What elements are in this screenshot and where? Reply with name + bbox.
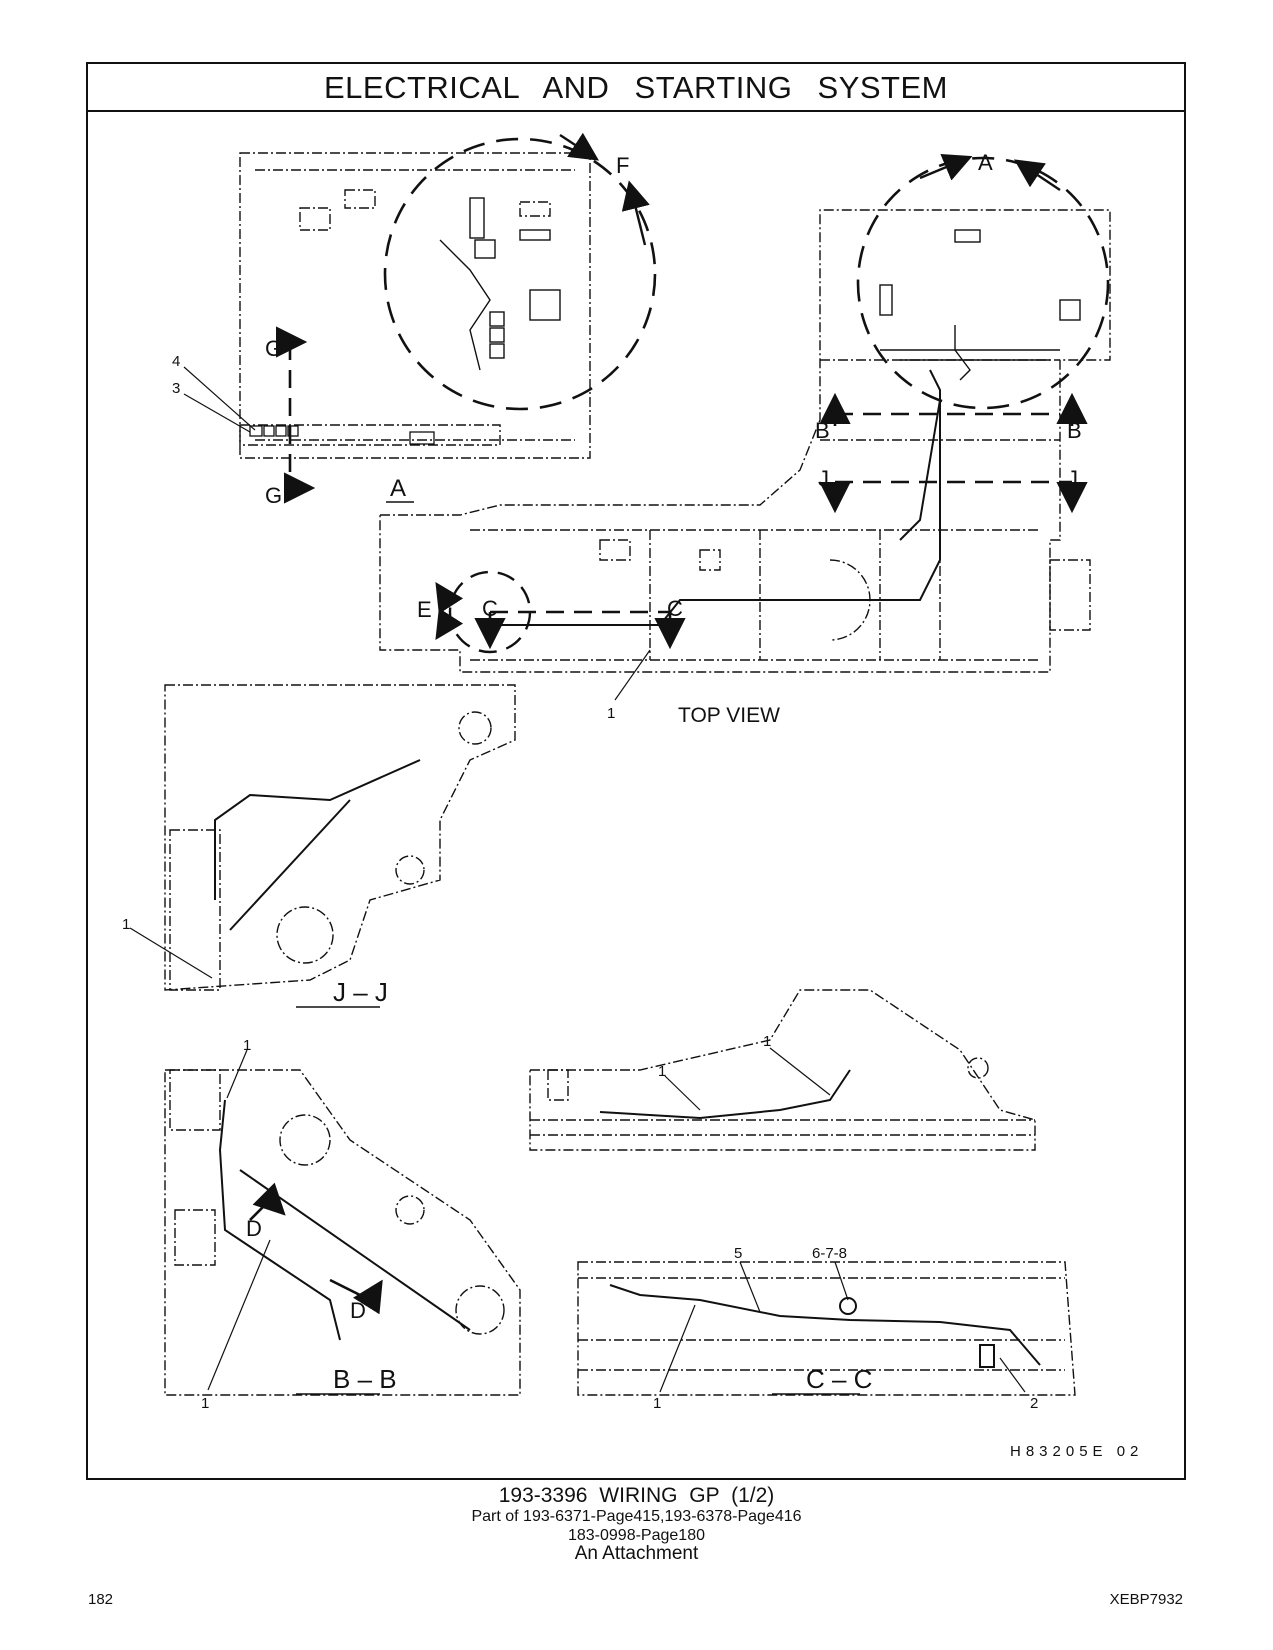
section-C-left: C bbox=[482, 596, 498, 621]
section-bb-label: B – B bbox=[333, 1364, 397, 1394]
harness-side bbox=[599, 1069, 851, 1120]
connector-block bbox=[249, 425, 435, 445]
harness-cc bbox=[609, 1284, 1041, 1368]
section-lines bbox=[249, 326, 1088, 1315]
section-bb-frame bbox=[164, 1069, 521, 1396]
callout-4: 4 bbox=[172, 353, 180, 370]
section-D-top: D bbox=[246, 1216, 262, 1241]
callout-1-top: 1 bbox=[607, 705, 615, 722]
detail-circle-F bbox=[383, 137, 657, 411]
section-J-left: J bbox=[818, 466, 829, 491]
top-view-label: TOP VIEW bbox=[678, 704, 780, 727]
section-G-bottom: G bbox=[265, 483, 282, 508]
harness-bb bbox=[218, 1099, 471, 1341]
section-underlines bbox=[296, 1006, 860, 1395]
section-B-left: B bbox=[815, 418, 830, 443]
document-id: XEBP7932 bbox=[1109, 1591, 1183, 1608]
top-view-left-frame bbox=[239, 152, 591, 459]
section-cc-frame bbox=[577, 1261, 1076, 1396]
text-labels: TOP VIEW J – J B – B C – C A A F E B B J… bbox=[122, 150, 1143, 1460]
page-number: 182 bbox=[88, 1591, 114, 1608]
callout-3: 3 bbox=[172, 380, 180, 397]
side-view-frame bbox=[529, 989, 1036, 1151]
circle-E-label: E bbox=[417, 597, 432, 622]
section-C-right: C bbox=[667, 596, 683, 621]
footer-part-of: Part of 193-6371-Page415,193-6378-Page41… bbox=[471, 1508, 802, 1525]
harness-top bbox=[480, 369, 941, 626]
arrows bbox=[435, 132, 1061, 641]
section-J-right: J bbox=[1067, 466, 1078, 491]
leader-lines bbox=[129, 366, 1026, 1393]
page-title: ELECTRICAL AND STARTING SYSTEM bbox=[88, 64, 1184, 112]
view-A-label: A bbox=[390, 475, 406, 502]
callout-1-side-b: 1 bbox=[763, 1033, 771, 1050]
detail-circle-A bbox=[856, 156, 1110, 410]
section-B-right: B bbox=[1067, 418, 1082, 443]
detail-F-contents bbox=[439, 197, 561, 371]
section-jj-frame bbox=[164, 684, 516, 991]
callout-1-cc: 1 bbox=[653, 1395, 661, 1412]
section-jj-label: J – J bbox=[333, 977, 388, 1007]
footer-note: An Attachment bbox=[574, 1543, 699, 1564]
section-D-bottom: D bbox=[350, 1298, 366, 1323]
detail-A-contents bbox=[879, 229, 1081, 381]
section-cc-label: C – C bbox=[806, 1364, 872, 1394]
callout-1-jj: 1 bbox=[122, 916, 130, 933]
harness-jj bbox=[214, 759, 421, 931]
drawing-id: H83205E 02 bbox=[1010, 1443, 1143, 1460]
footer-reference: 183-0998-Page180 bbox=[567, 1527, 705, 1544]
circle-F-label: F bbox=[616, 153, 629, 178]
callout-2: 2 bbox=[1030, 1395, 1038, 1412]
callout-5: 5 bbox=[734, 1245, 742, 1262]
callout-1-side-a: 1 bbox=[658, 1063, 666, 1080]
top-view-main-frame bbox=[379, 209, 1111, 673]
footer-title: 193-3396 WIRING GP (1/2) bbox=[498, 1484, 775, 1507]
section-G-top: G bbox=[265, 336, 282, 361]
callout-6-7-8: 6-7-8 bbox=[812, 1245, 847, 1262]
circle-A-label: A bbox=[978, 150, 993, 175]
callout-1-bb-bottom: 1 bbox=[201, 1395, 209, 1412]
drawing-frame: ELECTRICAL AND STARTING SYSTEM bbox=[86, 62, 1186, 1480]
callout-1-bb-top: 1 bbox=[243, 1037, 251, 1054]
